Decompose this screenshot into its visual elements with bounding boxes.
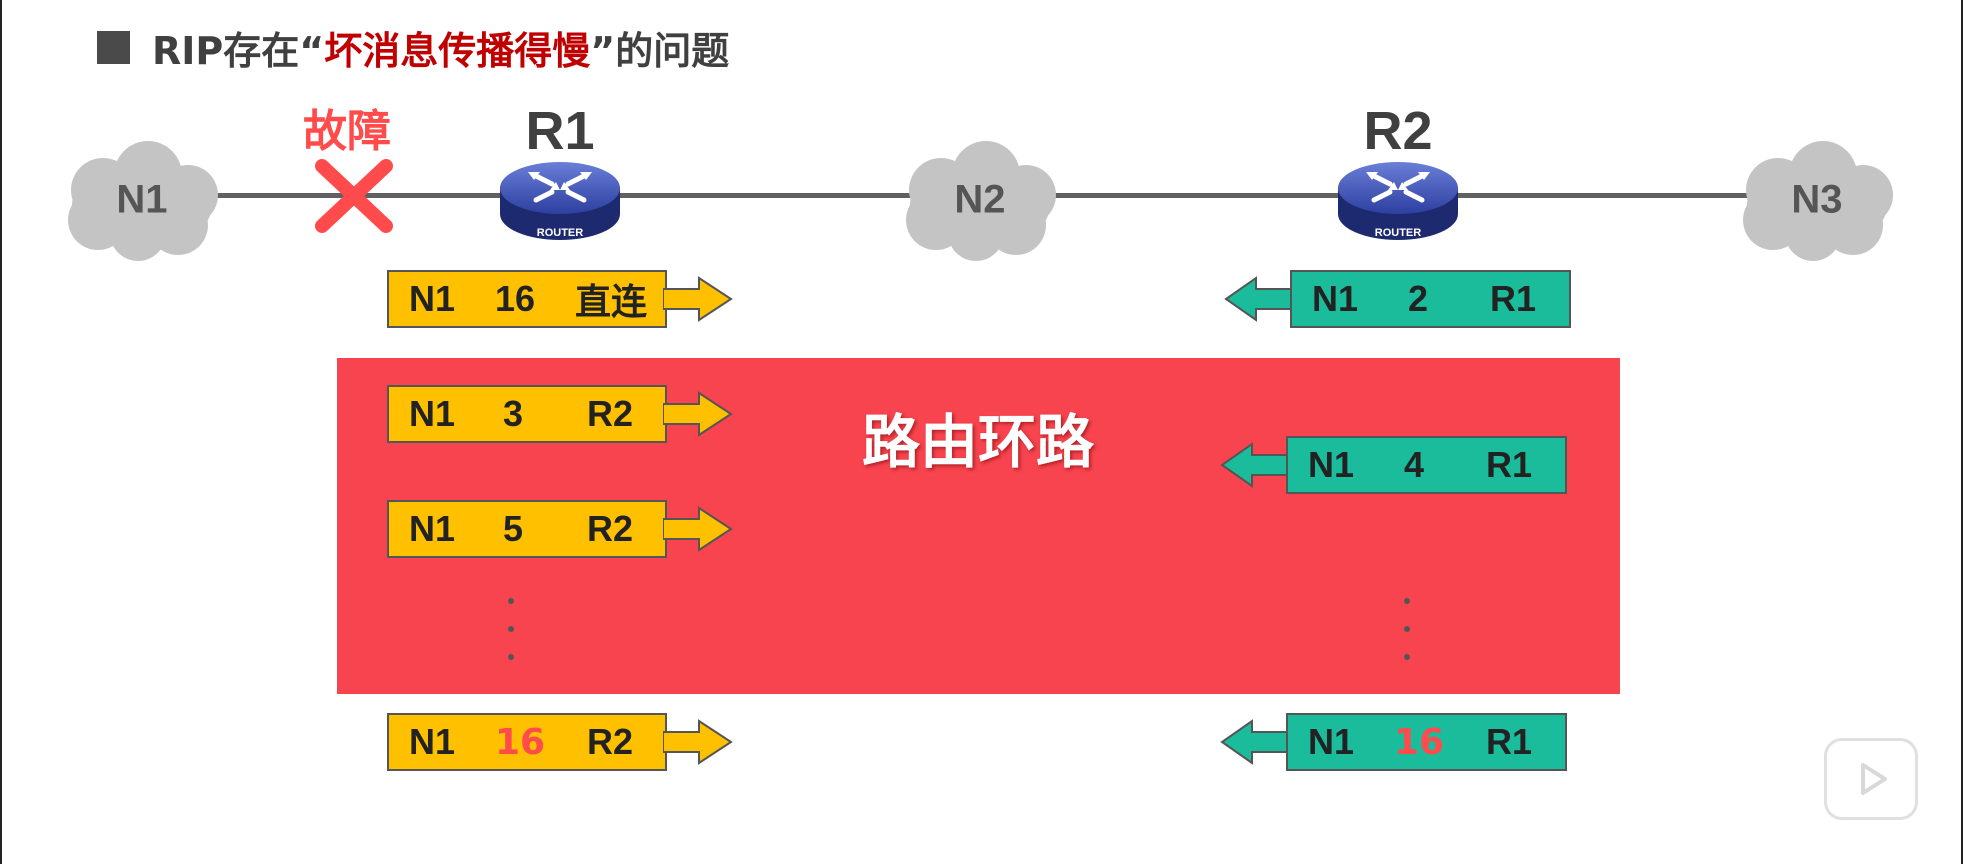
cloud-label: N2	[954, 177, 1006, 222]
r1-update-entry: N1 5 R2	[387, 500, 735, 558]
r2-update-entry: N1 2 R1	[1224, 270, 1571, 328]
entry-net: N1	[409, 278, 456, 319]
cloud-n3: N3	[1733, 135, 1901, 265]
arrow-right-icon	[663, 276, 733, 322]
r1-update-entry: N1 16 R2	[387, 713, 735, 771]
entry-dist: 16	[495, 721, 546, 763]
arrow-left-icon	[1220, 719, 1288, 765]
entry-net: N1	[1312, 278, 1359, 319]
entry-dist: 2	[1408, 278, 1429, 319]
entry-net: N1	[1308, 721, 1355, 762]
ellipsis-dots	[508, 598, 514, 660]
entry-next-hop: R1	[1486, 444, 1533, 485]
entry-net: N1	[409, 508, 456, 549]
title-suffix: ”的问题	[590, 29, 730, 73]
entry-next-hop: R2	[587, 508, 634, 549]
entry-box: N1 5 R2	[387, 500, 667, 558]
entry-next-hop: R1	[1490, 278, 1537, 319]
entry-next-hop: R2	[587, 721, 634, 762]
cloud-label: N3	[1791, 177, 1843, 222]
title-highlight: 坏消息传播得慢	[324, 29, 591, 73]
right-edge-bar	[1961, 0, 1963, 864]
entry-net: N1	[1308, 444, 1355, 485]
entry-next-hop: 直连	[575, 282, 648, 323]
router-name-r1: R1	[525, 101, 595, 161]
fault-label: 故障	[303, 106, 391, 157]
r1-update-entry: N1 16 直连	[387, 270, 735, 328]
arrow-left-icon	[1224, 276, 1292, 322]
r2-update-entry: N1 4 R1	[1220, 436, 1567, 494]
entry-dist: 16	[495, 278, 536, 319]
router-name-r2: R2	[1363, 101, 1433, 161]
cloud-n1: N1	[58, 135, 226, 265]
entry-box: N1 4 R1	[1286, 436, 1567, 494]
router-sub-label: ROUTER	[537, 227, 584, 239]
entry-dist: 5	[503, 508, 524, 549]
entry-box: N1 16 R1	[1286, 713, 1567, 771]
title-bullet-icon	[97, 31, 130, 64]
entry-dist: 3	[503, 393, 524, 434]
play-icon	[1861, 763, 1887, 795]
entry-dist: 16	[1394, 721, 1445, 763]
arrow-left-icon	[1220, 442, 1288, 488]
entry-box: N1 16 R2	[387, 713, 667, 771]
ellipsis-dots	[1404, 598, 1410, 660]
entry-net: N1	[409, 393, 456, 434]
r2-update-entry: N1 16 R1	[1220, 713, 1567, 771]
entry-net: N1	[409, 721, 456, 762]
entry-box: N1 16 直连	[387, 270, 667, 328]
r1-update-entry: N1 3 R2	[387, 385, 735, 443]
title-text: RIP存在“坏消息传播得慢”的问题	[152, 20, 729, 75]
play-button[interactable]	[1824, 738, 1918, 820]
cloud-icon	[68, 141, 218, 261]
arrow-right-icon	[663, 391, 733, 437]
slide-title: RIP存在“坏消息传播得慢”的问题	[97, 20, 729, 75]
arrow-right-icon	[663, 506, 733, 552]
cloud-icon	[906, 141, 1056, 261]
title-prefix: RIP存在“	[152, 29, 325, 73]
cross-icon	[315, 159, 393, 233]
entry-dist: 4	[1404, 444, 1425, 485]
entry-box: N1 3 R2	[387, 385, 667, 443]
cloud-label: N1	[116, 177, 168, 222]
routing-loop-label: 路由环路	[862, 408, 1095, 476]
router-icon: ROUTER	[1338, 162, 1458, 240]
cloud-icon	[1743, 141, 1893, 261]
entry-box: N1 2 R1	[1290, 270, 1571, 328]
router-sub-label: ROUTER	[1375, 227, 1422, 239]
left-edge-bar	[0, 0, 2, 864]
entry-next-hop: R2	[587, 393, 634, 434]
router-icon: ROUTER	[500, 162, 620, 240]
cloud-n2: N2	[896, 135, 1064, 265]
arrow-right-icon	[663, 719, 733, 765]
entry-next-hop: R1	[1486, 721, 1533, 762]
